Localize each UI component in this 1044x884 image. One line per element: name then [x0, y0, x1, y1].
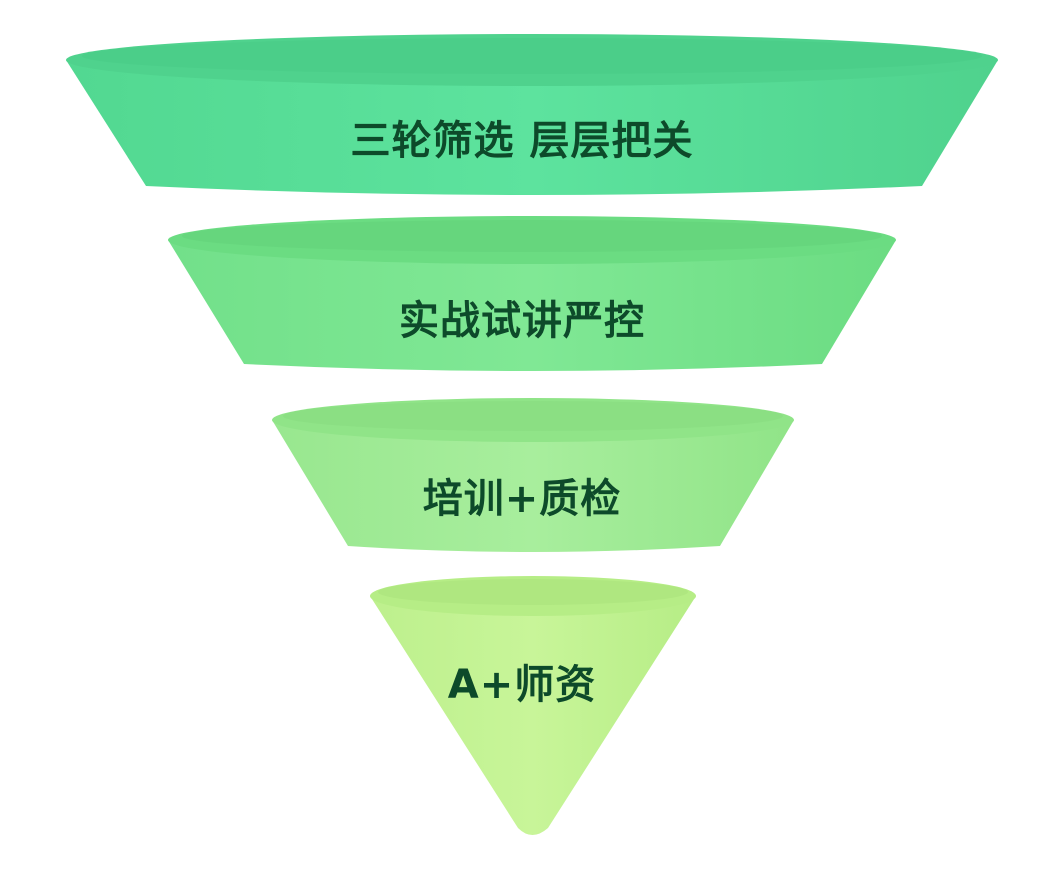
funnel-stage-1 [66, 34, 998, 195]
funnel-stage-3 [272, 398, 794, 552]
stage-3-label: 培训+质检 [422, 476, 622, 522]
stage-4-label: A+师资 [447, 662, 597, 708]
stage-1-label: 三轮筛选 层层把关 [350, 118, 694, 164]
funnel-stage-4 [370, 576, 696, 835]
funnel-stage-2 [168, 216, 896, 371]
stage-2-label: 实战试讲严控 [399, 298, 645, 344]
